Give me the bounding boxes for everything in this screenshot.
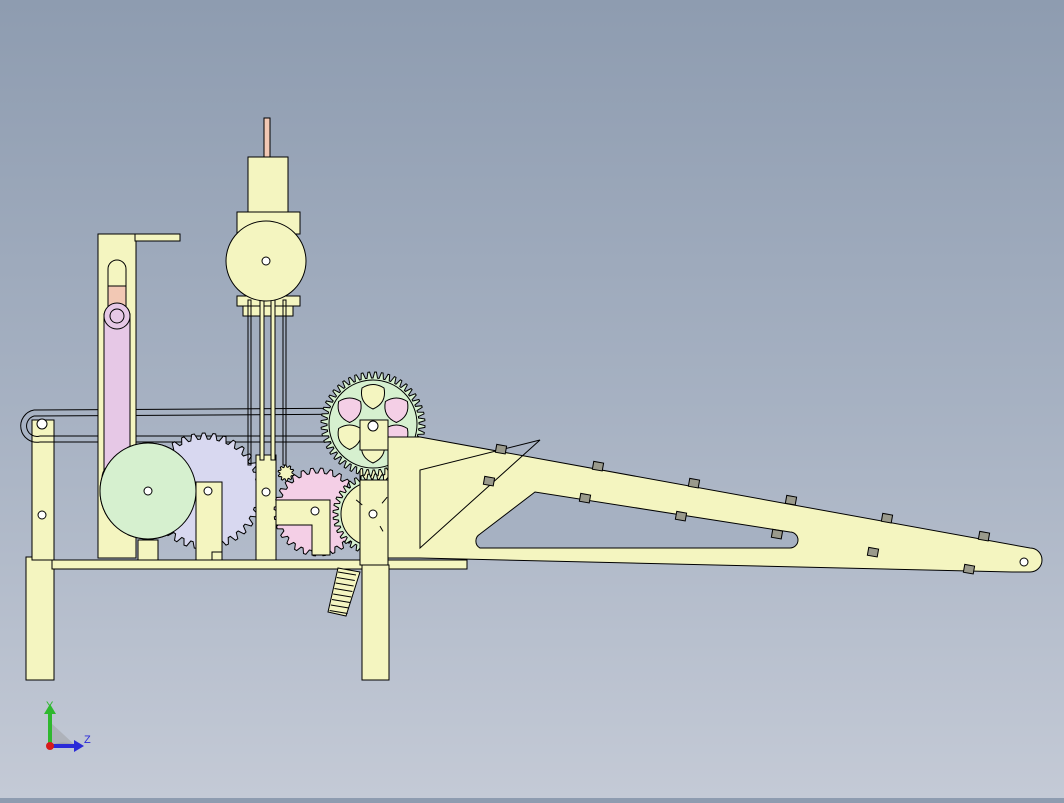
- triad-y-label: Y: [46, 700, 54, 712]
- gripper-pads: [482, 443, 991, 575]
- drive-wheel[interactable]: [225, 220, 307, 302]
- gear-rack[interactable]: [327, 567, 361, 617]
- triad-z-label: Z: [84, 734, 91, 746]
- inner-frame-posts[interactable]: [137, 454, 277, 561]
- spur-gear-large[interactable]: [99, 432, 264, 550]
- drive-belt: [20, 407, 378, 443]
- coordinate-triad-icon: [44, 704, 84, 752]
- left-frame[interactable]: [25, 418, 468, 681]
- rack-bracket[interactable]: [275, 499, 331, 556]
- small-pinion[interactable]: [277, 464, 295, 482]
- feeder-arm[interactable]: [387, 436, 1043, 573]
